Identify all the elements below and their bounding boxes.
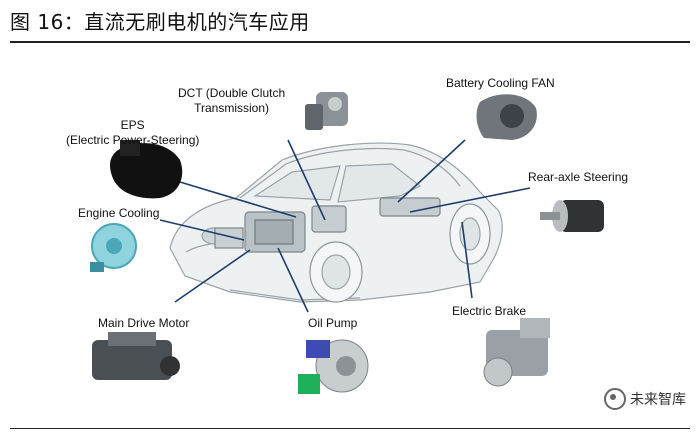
title-divider [10,41,690,43]
leader-main-drive [174,249,251,303]
label-eps: EPS(Electric Power-Steering) [66,118,200,147]
leader-eps [179,181,297,218]
leader-electric-brake [461,221,473,299]
leader-oil-pump [277,247,309,313]
bottom-divider [10,428,690,429]
oil-pump-image [298,339,369,394]
label-rear-axle: Rear-axle Steering [528,170,629,184]
label-electric-brake: Electric Brake [452,304,527,318]
leader-engine-cooling [159,219,245,241]
engine-cooling-image [90,223,137,272]
watermark-text: 未来智库 [630,392,686,408]
leader-battery-fan [397,139,466,203]
car-illustration [169,142,503,303]
eps-image [110,140,183,199]
label-main-drive: Main Drive Motor [98,316,190,330]
label-engine-cooling: Engine Cooling [78,206,160,220]
label-oil-pump: Oil Pump [308,316,358,330]
leader-rear-axle [409,187,531,213]
figure-title: 图 16：直流无刷电机的汽车应用 [10,10,310,34]
battery-fan-image [476,94,537,140]
watermark: 未来智库 [604,388,686,410]
leader-dct [287,139,326,221]
rear-axle-image [540,200,604,232]
dct-image [305,92,348,130]
leader-lines [159,139,531,313]
electric-brake-image [483,318,550,387]
label-battery-fan: Battery Cooling FAN [446,76,555,90]
main-drive-image [92,332,180,380]
wechat-icon [604,388,626,410]
